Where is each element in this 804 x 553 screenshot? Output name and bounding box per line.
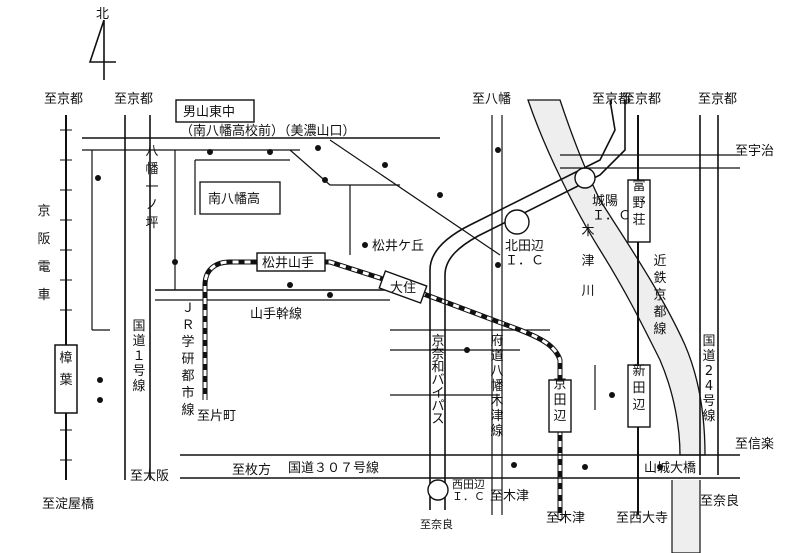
bottom-label-kizu-1: 至木津: [490, 489, 529, 504]
minami-yawata-label: 南八幡高: [208, 191, 260, 207]
jr-railway: [202, 259, 563, 520]
bus-stops: [95, 145, 663, 470]
top-label-kyoto-1: 至京都: [44, 92, 83, 107]
jr-gakken-label: ＪＲ学研都市線: [181, 301, 194, 418]
fudou-label: 府道八幡木津線: [490, 334, 503, 439]
matsuigaoka-label: 松井ケ丘: [372, 239, 424, 254]
local-roads: [82, 137, 596, 410]
kyotanabe-station-box: [548, 379, 572, 433]
bottom-label-nara-right: 至奈良: [700, 493, 739, 509]
top-label-yawata: 至八幡: [472, 92, 511, 107]
top-label-kyoto-3: 至京都: [622, 92, 661, 107]
school-label: 男山東中: [183, 104, 235, 120]
bottom-label-shigaraki: 至信楽: [735, 436, 774, 452]
top-label-kyoto-4: 至京都: [592, 92, 631, 107]
joyo-ic-label: 城陽Ｉ．Ｃ: [592, 194, 631, 223]
keinawa-bypass: [427, 99, 626, 510]
keinawa-label: 京奈和バイパス: [431, 334, 444, 427]
north-arrow: 北: [88, 7, 116, 80]
shintanabe-station-box: [627, 364, 651, 428]
kusuha-station-box: [54, 344, 78, 414]
kizu-river-label: 木津川: [581, 224, 594, 299]
yamate-label: 山手幹線: [250, 306, 302, 322]
yamashiro-ohashi-label: 山城大橋: [644, 461, 696, 476]
bottom-label-kizu-2: 至木津: [546, 511, 585, 526]
school-box: [175, 99, 255, 123]
matsui-yamate-station-box: [256, 252, 326, 272]
route307-label: 国道３０７号線: [288, 460, 379, 476]
keihan-label: 京阪電車: [37, 204, 50, 303]
tomino-label: 富野荘: [632, 178, 645, 228]
top-label-kyoto-2: 至京都: [114, 92, 153, 107]
route1-label: 国道１号線: [132, 319, 145, 394]
top-label-uji: 至宇治: [735, 144, 774, 159]
route1-road: [124, 115, 151, 480]
nishitanabe-ic-label: 西田辺Ｉ．Ｃ: [452, 478, 485, 503]
north-label: 北: [96, 7, 109, 22]
kitatanabe-ic-label: 北田辺Ｉ．Ｃ: [505, 239, 544, 268]
fudou-road: [491, 115, 503, 515]
daiju-station-box: [378, 270, 428, 304]
bottom-label-hirakata: 至枚方: [232, 462, 271, 478]
yawata-ichinotsubo-label: 八幡一ノ坪: [145, 144, 158, 231]
kintetsu-railway: [627, 115, 651, 515]
kintetsu-label: 近鉄京都線: [653, 254, 666, 337]
daiju-label: 大住: [390, 281, 416, 296]
keihan-railway: [54, 115, 78, 480]
bottom-label-osaka: 至大阪: [130, 469, 169, 484]
bottom-label-nara-mid: 至奈良: [420, 517, 453, 531]
top-label-kyoto-5: 至京都: [698, 92, 737, 107]
matsui-yamate-label: 松井山手: [262, 256, 314, 271]
minami-yawata-box: [199, 181, 281, 215]
kyotanabe-label: 京田辺: [553, 377, 566, 424]
bottom-label-yodoyabashi: 至淀屋橋: [42, 497, 94, 512]
tomino-station-box: [627, 179, 651, 243]
school-sub-label: （南八幡高校前）（美濃山口）: [180, 123, 356, 139]
shintanabe-label: 新田辺: [632, 363, 645, 413]
bottom-label-katamachi: 至片町: [197, 409, 236, 424]
bottom-label-nishiojidera: 至西大寺: [616, 511, 668, 526]
kusuha-label: 樟葉: [59, 351, 72, 388]
route24-road: [699, 115, 719, 475]
route307-road: [180, 454, 740, 479]
